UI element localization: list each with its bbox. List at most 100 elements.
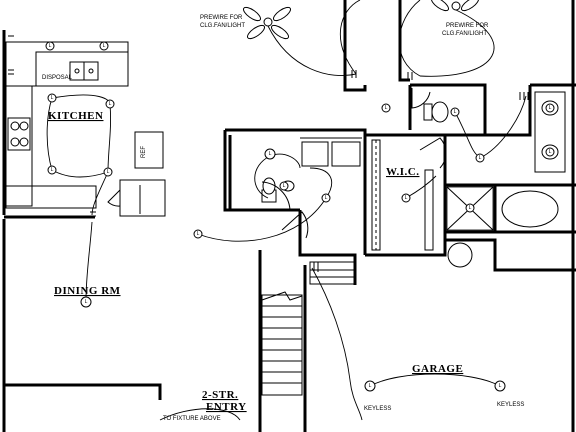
wire-garage-lights xyxy=(369,373,501,387)
svg-text:L: L xyxy=(549,149,552,155)
svg-text:L: L xyxy=(479,155,482,161)
door-swings xyxy=(107,88,447,239)
light-garage-1: L xyxy=(364,380,376,392)
wic-label: W.I.C. xyxy=(386,166,419,178)
wall-garage-top xyxy=(365,238,576,272)
svg-text:L: L xyxy=(469,205,472,211)
wiring xyxy=(46,0,527,421)
light-counter-2: L xyxy=(99,41,109,51)
prewire-left-line1: PREWIRE FOR xyxy=(200,15,243,21)
room-labels: KITCHEN DINING RM W.I.C. GARAGE 2-STR. E… xyxy=(48,110,463,413)
wall-hall-bottom xyxy=(298,210,357,285)
light-wic: L xyxy=(401,193,411,203)
door-master-bath xyxy=(411,88,431,109)
notes: PREWIRE FOR CLG.FAN/LIGHT PREWIRE FOR CL… xyxy=(163,15,524,422)
svg-text:L: L xyxy=(107,169,110,175)
ceiling-fan-right xyxy=(430,0,480,12)
svg-text:L: L xyxy=(369,383,372,389)
laundry-dryer xyxy=(331,141,361,167)
svg-text:L: L xyxy=(283,183,286,189)
light-laundry: L xyxy=(321,193,331,203)
wire-entry xyxy=(159,408,241,421)
wall-hall-top xyxy=(225,128,367,255)
light-bedroom-hall: L xyxy=(381,103,391,113)
svg-text:L: L xyxy=(325,195,328,201)
laundry-washer xyxy=(301,141,329,167)
sink-drain-1 xyxy=(74,68,80,74)
switch-dining xyxy=(90,211,96,217)
fan-hub-right xyxy=(451,1,461,11)
light-dining: L xyxy=(80,296,92,308)
wall-master-right xyxy=(485,83,576,137)
light-shower: L xyxy=(465,203,475,213)
svg-text:L: L xyxy=(51,95,54,101)
light-vanity-1: L xyxy=(545,103,555,113)
water-heater xyxy=(447,242,473,268)
wire-fan-right xyxy=(419,9,495,77)
wire-bed-loop-2 xyxy=(398,0,421,77)
disposal-label: DISPOSAL xyxy=(42,75,73,81)
light-kitchen-3: L xyxy=(47,165,57,175)
stair-break xyxy=(261,291,303,301)
svg-text:L: L xyxy=(109,101,112,107)
garage-steps xyxy=(309,261,356,285)
wire-hall-light xyxy=(197,167,332,242)
door-bath xyxy=(260,181,291,211)
light-master-toilet: L xyxy=(450,107,460,117)
closet-shelves xyxy=(371,139,434,251)
switches xyxy=(8,35,529,272)
light-kitchen-2: L xyxy=(105,99,115,109)
light-closet: L xyxy=(475,153,485,163)
bath-fixtures xyxy=(261,91,566,268)
refrigerator xyxy=(134,131,164,169)
bathtub xyxy=(501,190,559,228)
switch-master xyxy=(519,92,529,100)
svg-text:L: L xyxy=(197,231,200,237)
wall-bedroom-upper xyxy=(343,0,410,92)
prewire-left-line2: CLG.FAN/LIGHT xyxy=(200,23,245,29)
entry-label-line2: ENTRY xyxy=(206,401,247,413)
light-counter-1: L xyxy=(45,41,55,51)
svg-text:L: L xyxy=(385,105,388,111)
light-fixtures: L L L L L L L L L L L L L L L L L L L L xyxy=(45,41,555,392)
wire-bed-loop xyxy=(339,0,361,75)
wall-shower xyxy=(445,183,497,234)
svg-text:L: L xyxy=(269,151,272,157)
wall-tub xyxy=(495,183,576,234)
counter-left xyxy=(5,85,33,207)
light-garage-2: L xyxy=(494,380,506,392)
burner-4 xyxy=(19,137,29,147)
svg-text:L: L xyxy=(454,109,457,115)
door-wic xyxy=(419,137,447,169)
svg-text:L: L xyxy=(549,105,552,111)
keyless-right: KEYLESS xyxy=(497,402,524,408)
switch-garage xyxy=(309,262,319,272)
wire-dining xyxy=(85,221,93,301)
switch-bed-1 xyxy=(351,70,357,78)
light-kitchen-4: L xyxy=(103,167,113,177)
svg-text:L: L xyxy=(49,43,52,49)
ref-label: REF xyxy=(141,146,147,158)
burner-3 xyxy=(10,137,20,147)
wic-shelf-right xyxy=(424,169,434,251)
wire-garage-stair xyxy=(311,267,363,421)
light-bath: L xyxy=(264,148,276,160)
svg-text:L: L xyxy=(405,195,408,201)
stair-run xyxy=(261,294,303,396)
prewire-right-line2: CLG.FAN/LIGHT xyxy=(442,31,487,37)
stair-treads xyxy=(262,305,302,384)
ceiling-fan-left xyxy=(242,6,292,40)
wire-wic xyxy=(405,175,437,199)
hall-toilet-bowl xyxy=(262,177,276,195)
svg-text:L: L xyxy=(103,43,106,49)
light-bath-2: L xyxy=(279,181,289,191)
wire-kitchen-down xyxy=(91,171,109,216)
door-hall xyxy=(281,211,309,239)
switch-bed-2 xyxy=(407,72,413,80)
wire-kitchen-ring xyxy=(46,94,112,178)
switch-kitchen xyxy=(8,35,14,75)
kitchen-label: KITCHEN xyxy=(48,110,103,122)
pantry xyxy=(119,179,166,217)
